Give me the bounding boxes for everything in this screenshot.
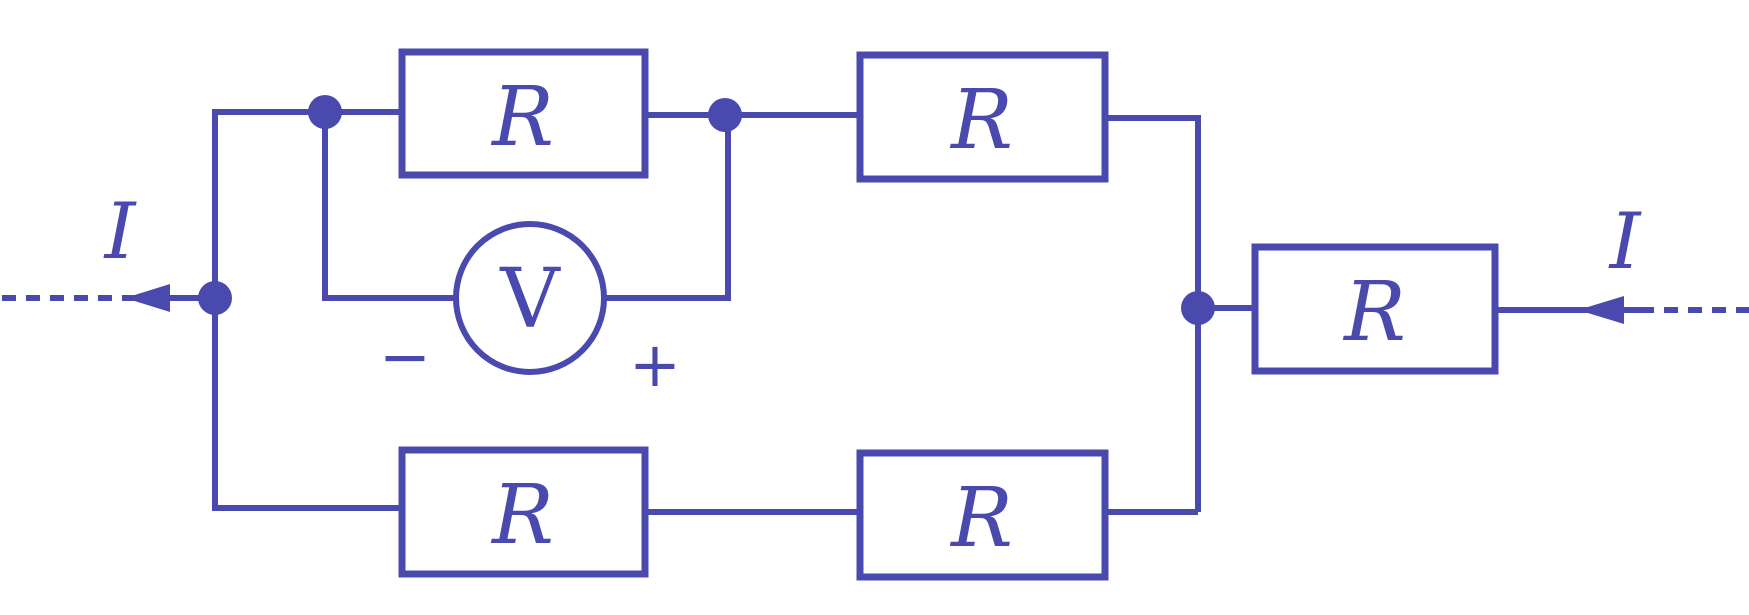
resistor-bottom-left: R [398,446,649,578]
junction-dot [1181,291,1215,325]
junction-dot [308,95,342,129]
voltmeter: V [453,221,607,375]
voltmeter-minus-sign: − [379,320,431,393]
resistor-bottom-right: R [856,449,1109,581]
current-label-right: I [1608,197,1643,287]
resistor-top-left: R [398,48,649,179]
junction-dot [198,281,232,315]
right-current-arrow [1578,296,1624,324]
voltmeter-plus-sign: + [629,328,681,401]
junction-dot [708,98,742,132]
resistor-label: R [490,468,554,563]
resistor-label: R [949,471,1013,566]
current-label-left: I [103,187,138,277]
left-current-arrow [125,284,170,312]
voltmeter-left-wire [322,112,456,301]
resistor-label: R [949,73,1013,168]
resistor-right: R [1251,243,1499,375]
voltmeter-right-wire [604,115,731,301]
top-right-wire [1105,115,1201,512]
voltmeter-label: V [499,252,561,347]
resistor-top-right: R [856,51,1109,183]
resistor-label: R [1342,265,1406,360]
resistor-label: R [490,70,554,165]
